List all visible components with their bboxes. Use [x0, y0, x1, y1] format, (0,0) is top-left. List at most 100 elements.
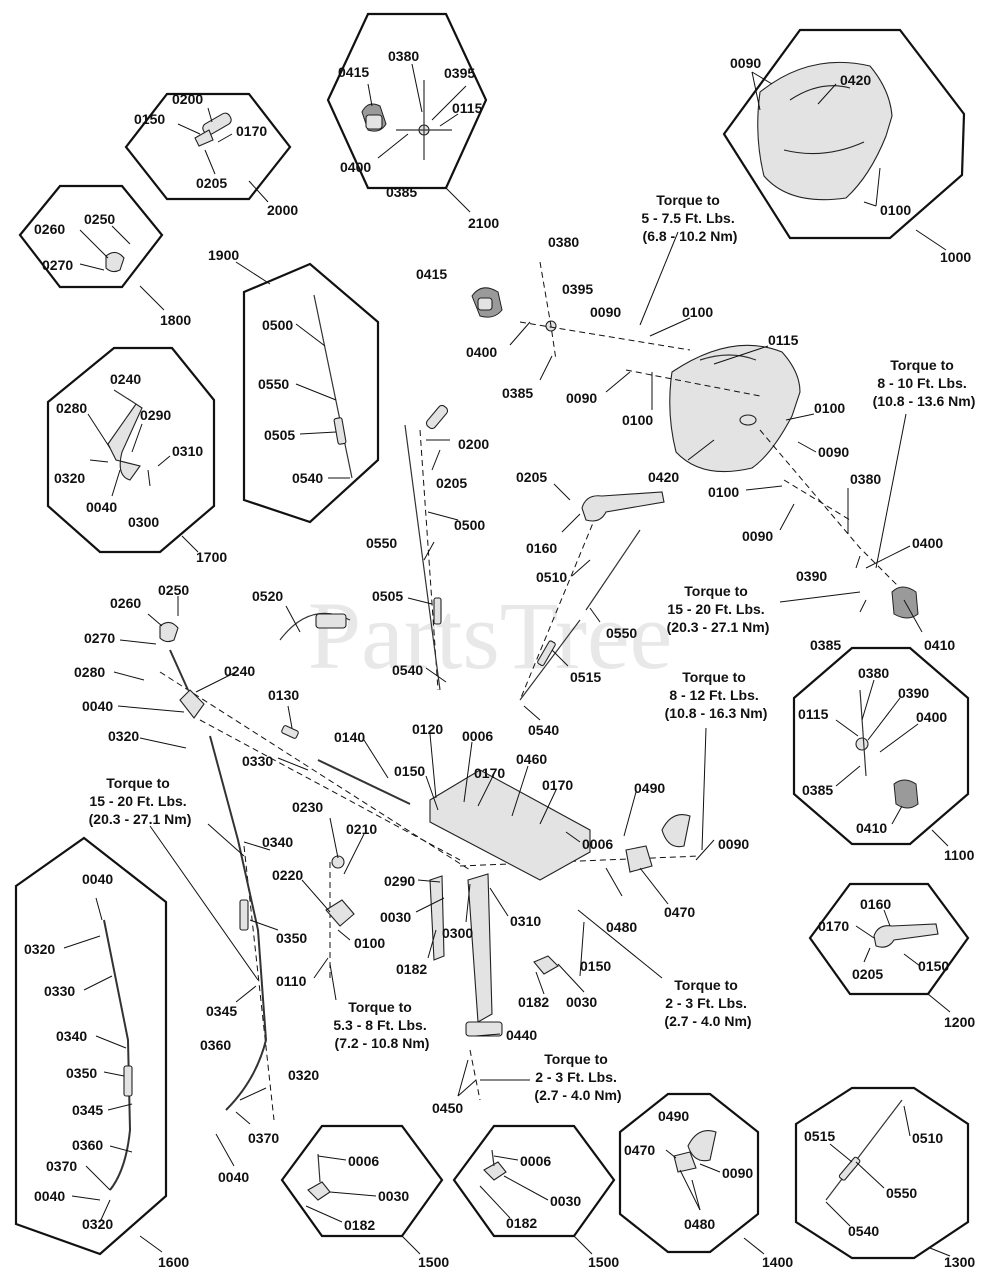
part-label: 0150: [580, 958, 611, 974]
part-label: 0540: [528, 722, 559, 738]
part-label: 0320: [288, 1067, 319, 1083]
part-label: 0320: [108, 728, 139, 744]
part-label: 0400: [912, 535, 943, 551]
part-label: 0260: [34, 221, 65, 237]
part-label: 0450: [432, 1100, 463, 1116]
part-label: 0230: [292, 799, 323, 815]
part-label: 0380: [388, 48, 419, 64]
part-label: 0240: [224, 663, 255, 679]
part-label: 0350: [276, 930, 307, 946]
hex-1900[interactable]: 0500 0550 0505 0540 1900: [208, 247, 380, 524]
chute-deflector-part: [673, 1130, 717, 1173]
part-label: 0320: [24, 941, 55, 957]
part-label: 0200: [172, 91, 203, 107]
part-label: 0100: [814, 400, 845, 416]
part-label: 0090: [818, 444, 849, 460]
part-label: 0470: [664, 904, 695, 920]
part-label: 0480: [606, 919, 637, 935]
gear-bracket-main: [325, 855, 355, 927]
part-label: 0550: [886, 1185, 917, 1201]
part-label: 0300: [442, 925, 473, 941]
part-label: 0030: [378, 1188, 409, 1204]
main-assembly: [159, 261, 919, 1121]
part-label: 0520: [252, 588, 283, 604]
part-label: 0480: [684, 1216, 715, 1232]
part-label: 0385: [810, 637, 841, 653]
part-label: 0006: [582, 836, 613, 852]
part-label: 0385: [502, 385, 533, 401]
part-label: 0160: [526, 540, 557, 556]
part-label: 0510: [536, 569, 567, 585]
part-label: 0090: [718, 836, 749, 852]
hex-1100[interactable]: 0380 0390 0115 0400 0385 0410 1100: [792, 646, 975, 863]
chute-control-rod: [209, 735, 268, 1111]
hex-1300[interactable]: 0515 0510 0550 0540 1300: [794, 1086, 975, 1270]
part-label: 0310: [172, 443, 203, 459]
switch-assembly-part: [855, 689, 919, 809]
part-label: 0370: [46, 1158, 77, 1174]
part-label: 0090: [730, 55, 761, 71]
part-label: 0400: [340, 159, 371, 175]
cable-spring-part: [825, 1099, 903, 1201]
part-label: 0490: [658, 1108, 689, 1124]
shift-rod: [317, 759, 411, 805]
part-label: 0150: [134, 111, 165, 127]
part-label: 0505: [372, 588, 403, 604]
cable-spring-part: [313, 294, 353, 479]
hex-1500-b[interactable]: 0006 0030 0182 1500: [452, 1124, 619, 1270]
hex-1400[interactable]: 0490 0470 0090 0480 1400: [618, 1092, 793, 1270]
part-label: 0345: [72, 1102, 103, 1118]
part-label: 0090: [590, 304, 621, 320]
hex-2000[interactable]: 0200 0150 0170 0205 2000: [124, 91, 298, 218]
hex-1700[interactable]: 0240 0280 0290 0310 0320 0040 0300 1700: [46, 346, 227, 565]
part-label: 0115: [452, 100, 483, 116]
control-handle-part: [873, 923, 939, 948]
part-label: 0505: [264, 427, 295, 443]
part-label: 0500: [454, 517, 485, 533]
part-label: 0205: [196, 175, 227, 191]
part-label: 0182: [396, 961, 427, 977]
part-label: 0290: [384, 873, 415, 889]
part-label: 0415: [338, 64, 369, 80]
part-label: 0270: [84, 630, 115, 646]
callout-1500: 1500: [588, 1254, 619, 1270]
shift-knob-main: [471, 287, 557, 332]
part-label: 0100: [622, 412, 653, 428]
part-label: 0385: [802, 782, 833, 798]
part-label: 0310: [510, 913, 541, 929]
part-label: 0170: [818, 918, 849, 934]
part-label: 0550: [258, 376, 289, 392]
hex-1000[interactable]: 0090 0420 0100 1000: [722, 28, 971, 265]
part-label: 0500: [262, 317, 293, 333]
handle-grip-part: [177, 107, 233, 175]
torque-note: Torque to 5.3 - 8 Ft. Lbs. (7.2 - 10.8 N…: [333, 999, 430, 1051]
part-label: 0395: [444, 65, 475, 81]
torque-note: Torque to 8 - 10 Ft. Lbs. (10.8 - 13.6 N…: [873, 357, 976, 409]
hex-1800[interactable]: 0260 0250 0270 1800: [18, 184, 191, 328]
lever-bracket-part: [107, 389, 143, 481]
part-label: 0540: [392, 662, 423, 678]
part-label: 0515: [804, 1128, 835, 1144]
part-label: 0320: [82, 1216, 113, 1232]
part-label: 0250: [84, 211, 115, 227]
part-label: 0030: [566, 994, 597, 1010]
dash-panel-cover-main: [669, 344, 801, 473]
part-label: 0410: [856, 820, 887, 836]
hex-1500-a[interactable]: 0006 0030 0182 1500: [280, 1124, 449, 1270]
torque-note: Torque to 15 - 20 Ft. Lbs. (20.3 - 27.1 …: [89, 775, 192, 827]
hex-1200[interactable]: 0160 0170 0205 0150 1200: [808, 882, 975, 1030]
part-label: 0205: [436, 475, 467, 491]
callout-1700: 1700: [196, 549, 227, 565]
callout-2000: 2000: [267, 202, 298, 218]
part-label: 0210: [346, 821, 377, 837]
part-label: 0030: [380, 909, 411, 925]
part-label: 0160: [860, 896, 891, 912]
handle-grip-main: [425, 404, 449, 430]
torque-note: Torque to 2 - 3 Ft. Lbs. (2.7 - 4.0 Nm): [664, 977, 751, 1029]
frame-assembly: [429, 769, 591, 1037]
part-label: 0110: [276, 973, 307, 989]
part-label: 0460: [516, 751, 547, 767]
hex-2100[interactable]: 0415 0380 0395 0115 0400 0385 2100: [326, 12, 499, 231]
hex-1600[interactable]: 0040 0320 0330 0340 0350 0345 0360 0370 …: [14, 836, 189, 1270]
